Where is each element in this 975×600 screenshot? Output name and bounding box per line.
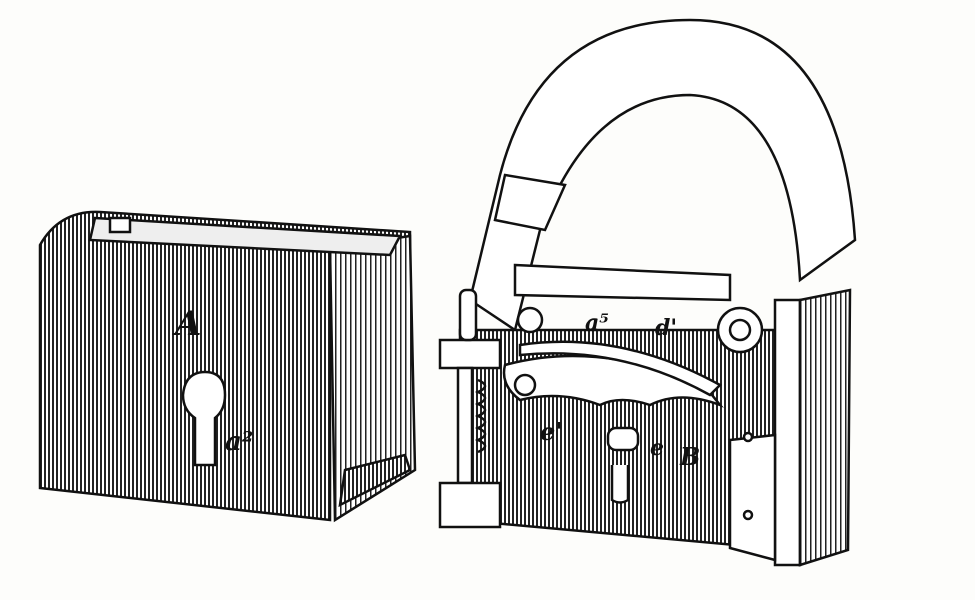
- label-spring: e': [540, 417, 563, 446]
- label-bolt: a⁵: [585, 310, 609, 336]
- shackle: [468, 18, 857, 333]
- lock-body: [438, 18, 857, 567]
- label-case: A: [172, 304, 201, 344]
- label-pin: e: [650, 435, 664, 461]
- label-lever: d': [655, 315, 677, 341]
- case-housing: [38, 210, 417, 523]
- keyhole: [181, 370, 227, 467]
- label-body: B: [679, 442, 700, 471]
- label-keyhole: a²: [225, 427, 253, 457]
